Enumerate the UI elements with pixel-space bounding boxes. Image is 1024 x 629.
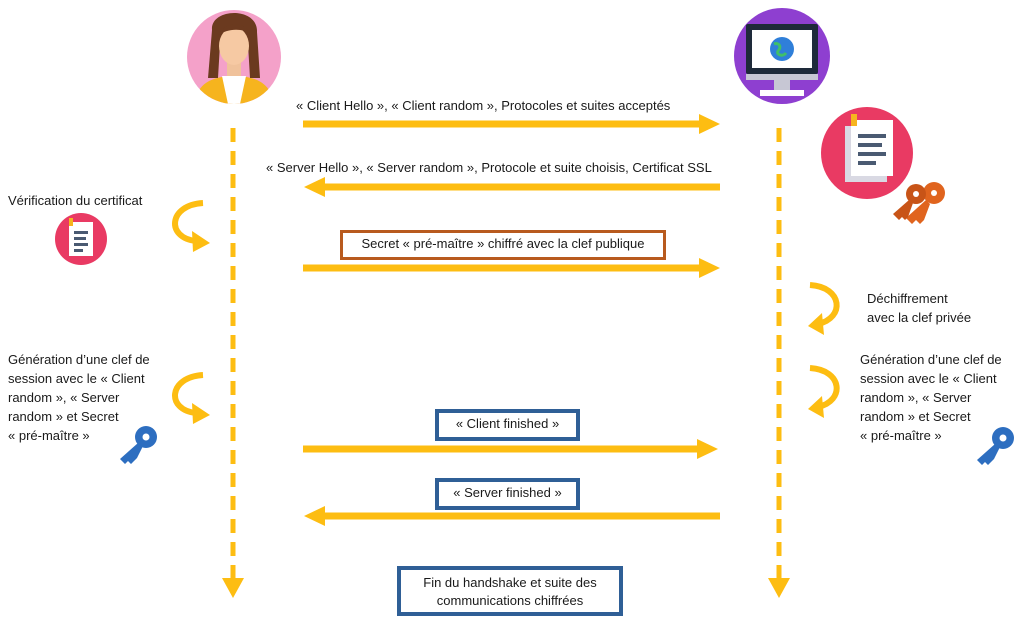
server-session-line: Génération d’une clef de <box>860 352 1002 367</box>
arrow-server-finished <box>304 506 720 526</box>
certificate-icon <box>55 213 107 265</box>
client-lifeline <box>222 128 244 598</box>
client-session-line: session avec le « Client <box>8 371 145 386</box>
keys-icon <box>893 182 945 224</box>
key-icon <box>977 427 1014 465</box>
server-session-line: random » et Secret <box>860 409 971 424</box>
server-lifeline <box>768 128 790 598</box>
client-session-note: Génération d’une clef de session avec le… <box>8 350 150 445</box>
server-session-note: Génération d’une clef de session avec le… <box>860 350 1002 445</box>
server-hello-label: « Server Hello », « Server random », Pro… <box>266 160 712 175</box>
server-session-line: « pré-maître » <box>860 428 942 443</box>
client-finished-box: « Client finished » <box>435 409 580 441</box>
arrow-server-hello <box>304 177 720 197</box>
decrypt-note: Déchiffrement avec la clef privée <box>867 289 971 327</box>
end-handshake-line1: Fin du handshake et suite des <box>423 575 597 590</box>
client-finished-label: « Client finished » <box>455 416 560 431</box>
client-session-line: Génération d’une clef de <box>8 352 150 367</box>
client-hello-label: « Client Hello », « Client random », Pro… <box>296 98 671 113</box>
curved-arrow-server-session-icon <box>808 365 840 418</box>
server-finished-label: « Server finished » <box>453 485 562 500</box>
client-session-line: « pré-maître » <box>8 428 90 443</box>
curved-arrow-decrypt-icon <box>808 282 840 335</box>
server-finished-box: « Server finished » <box>435 478 580 510</box>
computer-globe-icon <box>734 8 830 104</box>
woman-avatar-icon <box>187 10 281 104</box>
arrow-client-finished <box>303 439 718 459</box>
end-handshake-box: Fin du handshake et suite des communicat… <box>397 566 623 616</box>
key-icon <box>120 426 157 464</box>
server-session-line: session avec le « Client <box>860 371 997 386</box>
client-session-line: random » et Secret <box>8 409 119 424</box>
end-handshake-line2: communications chiffrées <box>436 593 584 608</box>
arrow-client-hello <box>303 114 720 134</box>
server-session-line: random », « Server <box>860 390 972 405</box>
arrow-premaster <box>303 258 720 278</box>
verification-label: Vérification du certificat <box>8 193 143 208</box>
decrypt-line: Déchiffrement <box>867 291 948 306</box>
premaster-box: Secret « pré-maître » chiffré avec la cl… <box>340 230 666 260</box>
curved-arrow-verification-icon <box>172 200 210 252</box>
certificate-icon <box>821 107 913 199</box>
curved-arrow-client-session-icon <box>172 372 210 424</box>
decrypt-line: avec la clef privée <box>867 310 972 325</box>
premaster-label: Secret « pré-maître » chiffré avec la cl… <box>361 236 645 251</box>
client-session-line: random », « Server <box>8 390 120 405</box>
